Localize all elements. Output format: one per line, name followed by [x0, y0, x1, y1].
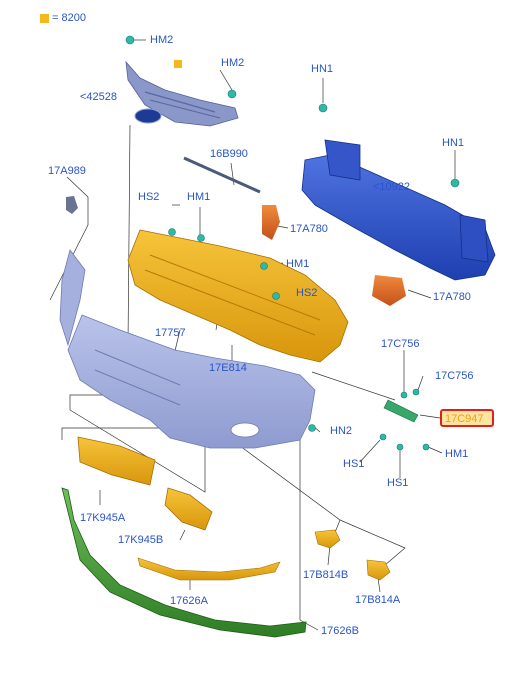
lower-grille-17k945a	[77, 436, 156, 486]
bracket-17c947	[383, 399, 419, 423]
lip-strip-17626a	[137, 557, 281, 581]
label-17e814: 17E814	[209, 362, 247, 374]
lower-lip-17626b	[61, 487, 307, 638]
bumper-cover	[59, 249, 316, 449]
label-hm2-top: HM2	[150, 34, 174, 46]
label-17a780-lower: 17A780	[433, 291, 471, 303]
fasteners	[125, 35, 460, 451]
label-17k945b: 17K945B	[118, 534, 164, 546]
highlighted-part-17c947[interactable]: 17C947	[440, 409, 494, 427]
reinforcement-beam	[301, 139, 496, 281]
fastener-hm2-top-icon	[125, 35, 135, 45]
fastener-hm1-left-icon	[197, 234, 205, 242]
label-17757: 17757	[155, 327, 186, 339]
label-17b814b: 17B814B	[303, 569, 349, 581]
fastener-hm1-right-icon	[422, 443, 430, 451]
assembly-marker-icon	[174, 60, 182, 68]
label-hs1-left: HS1	[343, 458, 365, 470]
label-17c947: 17C947	[445, 413, 484, 425]
fastener-hs2-left-icon	[168, 228, 176, 236]
fastener-hn1-right-icon	[450, 178, 460, 188]
label-17c756-top: 17C756	[381, 338, 420, 350]
fastener-hs2-mid-icon	[272, 292, 280, 300]
label-hm1-mid: HM1	[286, 258, 310, 270]
legend-text: = 8200	[52, 12, 86, 24]
fastener-hs1-bottom-icon	[396, 443, 404, 451]
label-hs2-left: HS2	[138, 191, 160, 203]
energy-absorber	[127, 229, 349, 363]
label-hm2-right: HM2	[221, 57, 245, 69]
fastener-hm1-mid-icon	[260, 262, 268, 270]
label-hm1-left: HM1	[187, 191, 211, 203]
bezel-17b814b	[314, 529, 341, 549]
label-17626b: 17626B	[321, 625, 359, 637]
label-17a780-upper: 17A780	[290, 223, 328, 235]
lower-grille-17k945b	[164, 487, 213, 531]
label-hn1-right: HN1	[442, 137, 465, 149]
bracket-17a989	[66, 196, 78, 214]
fastener-hn1-left-icon	[318, 103, 328, 113]
label-hn1-left: HN1	[311, 63, 334, 75]
fastener-hm2-right-icon	[227, 89, 237, 99]
label-17c756-right: 17C756	[435, 370, 474, 382]
bracket-17a780-lower	[372, 275, 406, 306]
label-17b814a: 17B814A	[355, 594, 401, 606]
label-16b990: 16B990	[210, 148, 248, 160]
bracket-17a780-upper	[262, 205, 280, 240]
fastener-hs1-left-icon	[379, 433, 387, 441]
label-17k945a: 17K945A	[80, 512, 126, 524]
label-hn2: HN2	[330, 425, 353, 437]
label-hs1-bottom: HS1	[387, 477, 409, 489]
label-10922: <10922	[373, 181, 411, 193]
bezel-17b814a	[366, 559, 391, 581]
label-emblem: <42528	[80, 91, 118, 103]
label-17626a: 17626A	[170, 595, 208, 607]
label-hs2-mid: HS2	[296, 287, 318, 299]
fastener-c756-right-icon	[412, 388, 420, 396]
upper-seal-strip	[183, 156, 261, 194]
ford-emblem-icon	[134, 108, 162, 124]
label-hm1-right: HM1	[445, 448, 469, 460]
legend-swatch-icon	[40, 14, 49, 23]
fastener-c756-top-icon	[400, 391, 408, 399]
label-17a989: 17A989	[48, 165, 86, 177]
fastener-hn2-icon	[308, 424, 316, 432]
